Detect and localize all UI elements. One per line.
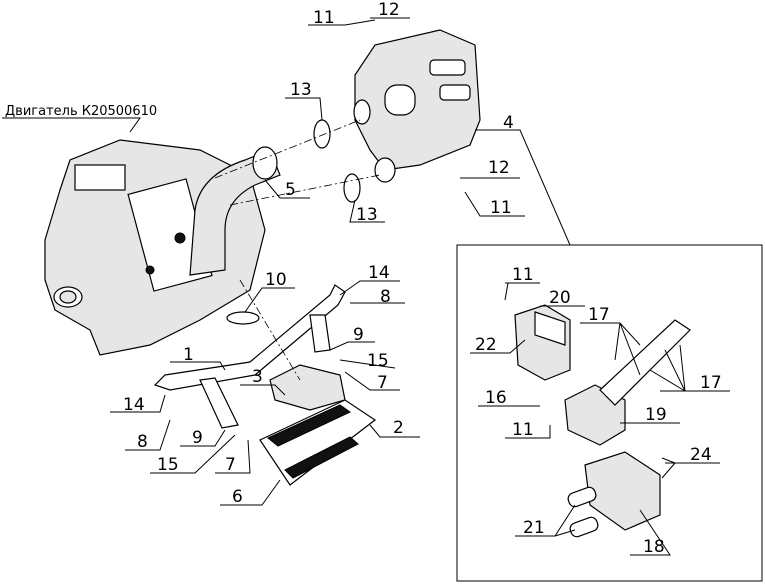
callout-4: 4	[503, 113, 514, 133]
callout-11: 11	[512, 265, 534, 285]
callout-8: 8	[137, 432, 148, 452]
callout-21: 21	[523, 518, 545, 538]
detail-parts	[514, 304, 691, 538]
callout-18: 18	[643, 537, 665, 557]
bracket-1	[153, 284, 346, 429]
centerline	[239, 279, 301, 381]
callout-8: 8	[380, 287, 391, 307]
callout-11: 11	[313, 8, 335, 28]
leader-line	[2, 117, 141, 133]
callout-14: 14	[123, 395, 145, 415]
callout-2: 2	[393, 418, 404, 438]
callout-5: 5	[285, 180, 296, 200]
centerline	[229, 174, 381, 206]
engine-label: Двигатель К20500610	[5, 104, 157, 119]
callout-11: 11	[512, 420, 534, 440]
callout-19: 19	[645, 405, 667, 425]
intake-hose-5	[189, 146, 281, 276]
callout-17: 17	[700, 373, 722, 393]
callout-7: 7	[225, 455, 236, 475]
callout-15: 15	[157, 455, 179, 475]
callout-11: 11	[490, 198, 512, 218]
callout-13: 13	[290, 80, 312, 100]
callout-1: 1	[183, 345, 194, 365]
callout-22: 22	[475, 335, 497, 355]
callout-9: 9	[192, 428, 203, 448]
callout-9: 9	[353, 325, 364, 345]
callout-16: 16	[485, 388, 507, 408]
clamps-13	[313, 119, 361, 203]
clamp-10	[226, 311, 260, 325]
callout-20: 20	[549, 288, 571, 308]
callout-14: 14	[368, 263, 390, 283]
callout-17: 17	[588, 305, 610, 325]
airbox-4	[353, 29, 481, 183]
callout-13: 13	[356, 205, 378, 225]
callout-10: 10	[265, 270, 287, 290]
centerline	[214, 119, 361, 179]
detail-view-frame	[456, 244, 763, 582]
callout-6: 6	[232, 487, 243, 507]
callout-12: 12	[488, 158, 510, 178]
filter-2-3-6	[259, 364, 377, 486]
callouts: 11 12 13 4 5 12 11 13 10 14 8 9 15 7 1 3…	[110, 0, 571, 507]
callout-24: 24	[690, 445, 712, 465]
detail-callouts: 11 20 17 22 17 16 19 11 24 21 18	[470, 265, 730, 557]
callout-3: 3	[252, 367, 263, 387]
callout-12: 12	[378, 0, 400, 20]
callout-15: 15	[367, 351, 389, 371]
callout-7: 7	[377, 373, 388, 393]
